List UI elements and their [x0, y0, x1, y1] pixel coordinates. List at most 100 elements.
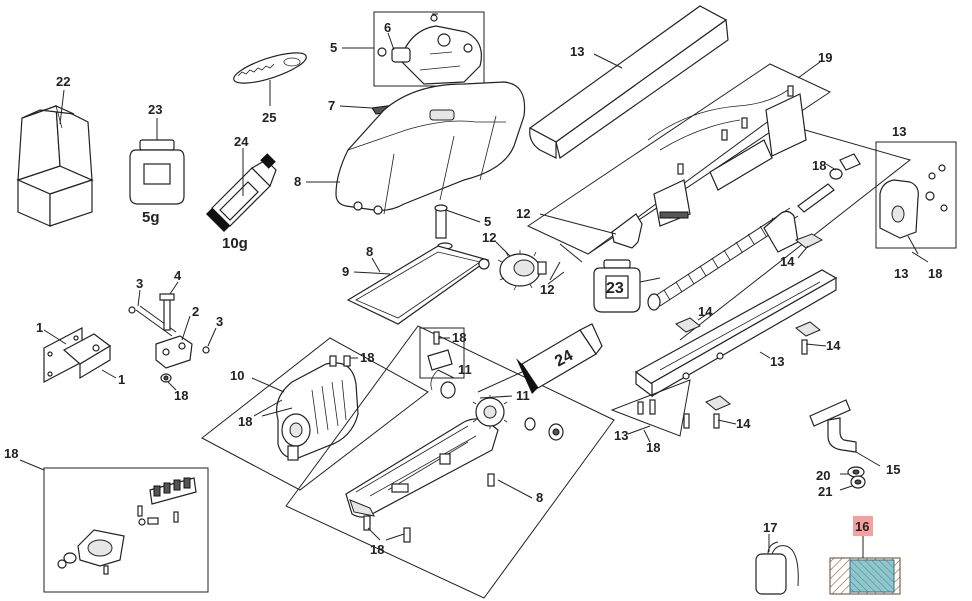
callout-3b: 3	[216, 314, 223, 329]
part-18-screws-b[interactable]	[329, 355, 351, 367]
callout-13e: 13	[894, 266, 908, 281]
part-9-gasket[interactable]	[346, 245, 490, 325]
leader-1b	[101, 369, 117, 379]
part-14-pad-a[interactable]	[795, 233, 824, 249]
callout-18a: 18	[174, 388, 188, 403]
part-10-motor[interactable]	[276, 362, 359, 461]
part-18-junction-box[interactable]	[57, 529, 125, 569]
part-4-bolt[interactable]	[159, 293, 175, 331]
part-12-gear[interactable]	[497, 250, 547, 291]
part-24-grease-tube[interactable]	[206, 153, 277, 232]
callout-19: 19	[818, 50, 832, 65]
part-13-worm-screw[interactable]	[647, 183, 835, 311]
part-6-upper-bracket[interactable]	[377, 14, 482, 85]
part-12-clip[interactable]	[611, 213, 643, 249]
leader-14c	[805, 343, 827, 347]
leader-10	[251, 377, 285, 393]
part-25-label[interactable]	[231, 47, 309, 90]
leader-18b-1	[253, 399, 283, 417]
leader-19	[797, 61, 821, 79]
part-20-washer[interactable]	[847, 466, 865, 478]
leader-12c	[539, 213, 617, 235]
leader-18b-2	[261, 407, 293, 417]
callout-11b: 11	[516, 388, 530, 403]
leader-13c	[759, 351, 771, 359]
part-22-box[interactable]	[16, 104, 94, 227]
callout-1a: 1	[36, 320, 43, 335]
part-14-pad-c[interactable]	[795, 321, 821, 355]
part-11-gearset[interactable]	[440, 381, 564, 441]
part-21-nut[interactable]	[850, 475, 866, 489]
leader-14d	[717, 419, 737, 425]
part-23-grease-jar[interactable]	[129, 139, 185, 205]
part-18-pins-f[interactable]	[637, 399, 690, 429]
leader-13a	[593, 53, 623, 69]
callout-9: 9	[342, 264, 349, 279]
part-17-capacitor[interactable]	[755, 541, 799, 595]
callout-labels: 22 23 24 25 6 5 7 8 5 8 9 12 12 12 13 19…	[4, 20, 942, 557]
leader-13b	[907, 235, 919, 255]
leader-18a	[167, 381, 177, 391]
leader-18i	[643, 429, 651, 443]
callout-13b: 13	[892, 124, 906, 139]
leader-21	[839, 485, 853, 491]
part-23-grease-jar-b[interactable]	[593, 259, 661, 313]
callout-1b: 1	[118, 372, 125, 387]
callout-14b: 14	[698, 304, 713, 319]
part-15-bracket[interactable]	[809, 399, 857, 453]
callout-8c: 8	[536, 490, 543, 505]
callout-24a: 24	[234, 134, 249, 149]
leader-1a	[43, 329, 67, 345]
part-18-terminal-block[interactable]	[149, 477, 197, 505]
callout-6: 6	[384, 20, 391, 35]
leader-7	[339, 105, 373, 109]
part-14-pad-b[interactable]	[675, 317, 701, 333]
callout-18d: 18	[4, 446, 18, 461]
callout-13d: 13	[614, 428, 628, 443]
callout-12b: 12	[540, 282, 554, 297]
leader-13d	[627, 425, 651, 435]
part-18-small-fittings[interactable]	[103, 505, 179, 575]
callout-3a: 3	[136, 276, 143, 291]
part-19-control-board[interactable]	[647, 85, 807, 227]
part-8-bottom-housing[interactable]	[345, 418, 499, 518]
group-19-box	[526, 63, 832, 255]
part-1-mounting-plate[interactable]	[43, 327, 112, 383]
leader-11b	[479, 395, 513, 399]
part-3-ring[interactable]	[202, 346, 210, 354]
part-18-fitting-e[interactable]	[829, 153, 861, 180]
group-18-box	[43, 467, 209, 593]
part-18-bracket-d[interactable]	[427, 331, 453, 391]
callout-15: 15	[886, 462, 900, 477]
group-13-18-box	[610, 379, 691, 437]
part-13-rail[interactable]	[634, 269, 838, 398]
group-8-box	[285, 325, 615, 599]
leader-8c	[497, 479, 533, 499]
part-12-pin[interactable]	[547, 243, 583, 285]
leader-6	[387, 32, 395, 51]
part-24-grease-tube-b[interactable]	[477, 323, 603, 394]
part-14-pad-d[interactable]	[705, 395, 731, 429]
part-13-end-cap[interactable]	[879, 164, 948, 239]
callout-18b: 18	[238, 414, 252, 429]
part-18-screws-c[interactable]	[363, 473, 495, 543]
tube-24-print: 24	[552, 347, 576, 370]
part-16-foam-pad[interactable]	[829, 557, 901, 595]
part-13-cover-profile[interactable]	[528, 5, 729, 159]
leader-3a	[137, 289, 141, 307]
callout-14a: 14	[780, 254, 795, 269]
callout-13a: 13	[570, 44, 584, 59]
part-8-cover-housing[interactable]	[335, 81, 526, 215]
callout-21: 21	[818, 484, 832, 499]
leader-2	[181, 315, 191, 341]
leader-18d	[19, 459, 45, 471]
leader-4	[169, 281, 179, 295]
callout-2: 2	[192, 304, 199, 319]
leader-11a	[437, 369, 455, 379]
callout-14c: 14	[826, 338, 841, 353]
callout-8b: 8	[366, 244, 373, 259]
part-2-clevis[interactable]	[155, 335, 193, 369]
callout-7: 7	[328, 98, 335, 113]
part-18-nut-a[interactable]	[160, 373, 172, 383]
